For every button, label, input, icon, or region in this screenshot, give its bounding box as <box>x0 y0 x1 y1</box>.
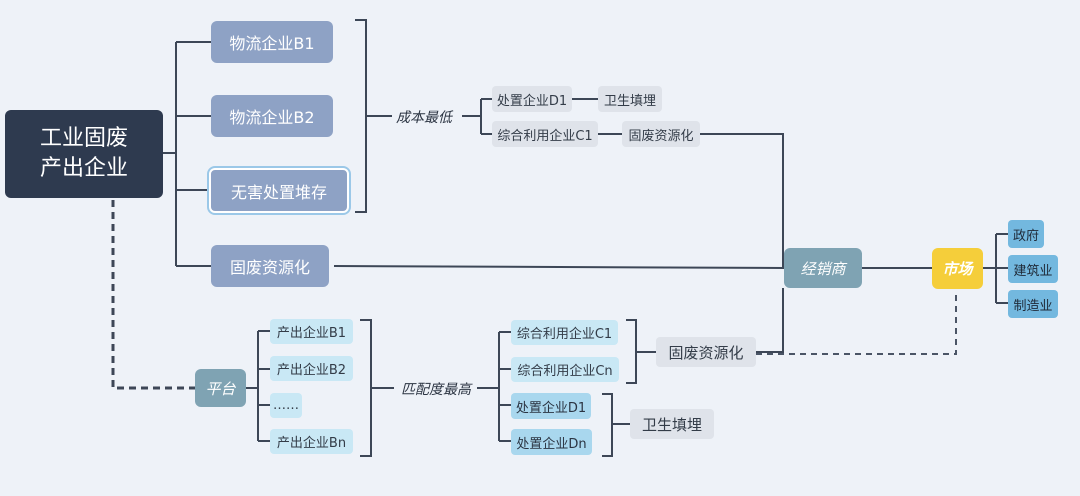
node-utilization-cn[interactable]: 综合利用企业Cn <box>511 357 619 382</box>
node-sector-government[interactable]: 政府 <box>1008 220 1044 248</box>
node-disposal-d1-top[interactable]: 处置企业D1 <box>492 86 572 112</box>
node-sector-manufacturing[interactable]: 制造业 <box>1008 290 1058 318</box>
node-landfill-top[interactable]: 卫生填埋 <box>598 86 662 112</box>
node-platform[interactable]: 平台 <box>195 369 246 407</box>
node-utilization-c1-bottom[interactable]: 综合利用企业C1 <box>511 320 618 345</box>
node-resource-bottom[interactable]: 固废资源化 <box>656 337 756 367</box>
label-best-match: 匹配度最高 <box>401 382 471 398</box>
root-node[interactable]: 工业固废 产出企业 <box>5 110 163 198</box>
root-line-1: 工业固废 <box>39 126 128 151</box>
node-producer-b1[interactable]: 产出企业B1 <box>270 319 353 344</box>
root-line-2: 产出企业 <box>39 156 128 181</box>
node-utilization-c1-top[interactable]: 综合利用企业C1 <box>492 121 598 147</box>
node-landfill-bottom[interactable]: 卫生填埋 <box>630 409 714 439</box>
node-producer-bn[interactable]: 产出企业Bn <box>270 429 353 454</box>
node-logistics-b1[interactable]: 物流企业B1 <box>211 21 333 63</box>
node-disposal-dn[interactable]: 处置企业Dn <box>511 429 592 455</box>
node-disposal-d1-bottom[interactable]: 处置企业D1 <box>511 393 591 419</box>
node-harmless-storage[interactable]: 无害处置堆存 <box>209 168 349 213</box>
node-solid-waste-resource[interactable]: 固废资源化 <box>211 245 329 287</box>
node-producer-b2[interactable]: 产出企业B2 <box>270 356 353 381</box>
node-sector-construction[interactable]: 建筑业 <box>1008 255 1058 283</box>
node-producer-ellipsis[interactable]: …… <box>270 393 302 418</box>
label-lowest-cost: 成本最低 <box>396 110 452 126</box>
node-market[interactable]: 市场 <box>932 248 983 289</box>
node-resource-top[interactable]: 固废资源化 <box>622 121 700 147</box>
node-distributor[interactable]: 经销商 <box>784 248 862 288</box>
node-logistics-b2[interactable]: 物流企业B2 <box>211 95 333 137</box>
